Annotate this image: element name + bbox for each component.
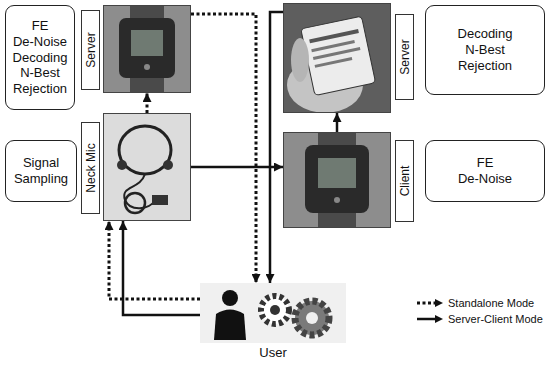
- device-body: [305, 145, 369, 213]
- function-label: N-Best: [20, 65, 60, 81]
- function-box: DecodingN-BestRejection: [425, 5, 545, 95]
- photo-background: [103, 5, 191, 93]
- mic-cable: [124, 174, 155, 208]
- legend-entry: Standalone Mode: [416, 295, 543, 311]
- device-photo: Neck Mic: [103, 113, 191, 221]
- function-box: FEDe-NoiseDecodingN-BestRejection: [5, 5, 75, 110]
- device-strap: [130, 77, 164, 93]
- function-label: Rejection: [458, 58, 512, 74]
- function-box: Signal Sampling: [5, 140, 77, 202]
- user-head: [222, 290, 238, 306]
- device-label: Neck Mic: [84, 143, 98, 192]
- mic-pad: [163, 160, 173, 170]
- gear-hub: [306, 312, 318, 324]
- gear: [261, 296, 289, 324]
- server-client-arrow: [123, 221, 200, 315]
- user-photo: User: [200, 283, 346, 343]
- device-photo: Server: [283, 3, 391, 113]
- legend: Standalone ModeServer-Client Mode: [416, 295, 543, 327]
- gear: [295, 301, 329, 335]
- device-label: Server: [398, 39, 412, 74]
- pda-body: [301, 16, 376, 95]
- function-label: De-Noise: [13, 34, 67, 50]
- function-label: Decoding: [458, 26, 513, 42]
- label-strip: Client: [395, 140, 414, 222]
- server-client-arrow: [270, 12, 283, 283]
- function-label: N-Best: [465, 42, 505, 58]
- neck-band: [119, 126, 171, 174]
- device-photo: Client: [283, 132, 391, 228]
- legend-line: [417, 302, 435, 305]
- user-label: User: [200, 345, 346, 360]
- device-button: [144, 64, 150, 70]
- mic-plug: [152, 195, 168, 205]
- pda: [301, 16, 376, 95]
- photo-background: [103, 113, 191, 221]
- device-photo: Server: [103, 5, 191, 93]
- screen-line: [313, 47, 361, 60]
- gear-hub: [270, 305, 280, 315]
- cable-loop: [125, 193, 145, 213]
- legend-arrowhead: [435, 299, 443, 307]
- legend-sample: [416, 298, 444, 308]
- label-strip: Server: [81, 10, 100, 90]
- function-label: De-Noise: [458, 171, 512, 187]
- mic-pad: [117, 160, 127, 170]
- photo-background: [200, 283, 346, 343]
- function-label: Rejection: [13, 81, 67, 97]
- screen-line: [315, 57, 353, 68]
- function-label: Signal Sampling: [10, 155, 72, 187]
- function-label: FE: [477, 155, 494, 171]
- legend-text: Standalone Mode: [448, 297, 534, 309]
- label-strip: Server: [395, 14, 414, 100]
- standalone-arrow: [191, 14, 256, 283]
- device-button: [334, 197, 340, 203]
- function-label: FE: [32, 18, 49, 34]
- device-label: Client: [398, 166, 412, 197]
- legend-sample: [416, 314, 444, 324]
- photo-background: [283, 132, 391, 228]
- device-screen: [318, 158, 356, 188]
- function-label: Decoding: [13, 50, 68, 66]
- thumb: [291, 38, 309, 82]
- photo-background: [283, 3, 391, 113]
- device-strap: [130, 5, 164, 19]
- label-strip: Neck Mic: [81, 122, 100, 214]
- device-label: Server: [84, 32, 98, 67]
- function-box: FEDe-Noise: [425, 140, 545, 202]
- legend-arrowhead: [435, 315, 443, 323]
- user-body: [214, 310, 246, 341]
- device-strap: [318, 212, 356, 228]
- legend-entry: Server-Client Mode: [416, 311, 543, 327]
- legend-line: [417, 318, 435, 321]
- standalone-arrow: [146, 93, 149, 113]
- device-body: [119, 18, 175, 78]
- server-client-arrow: [336, 113, 339, 132]
- legend-text: Server-Client Mode: [448, 313, 543, 325]
- device-screen: [131, 30, 163, 56]
- device-strap: [318, 132, 356, 146]
